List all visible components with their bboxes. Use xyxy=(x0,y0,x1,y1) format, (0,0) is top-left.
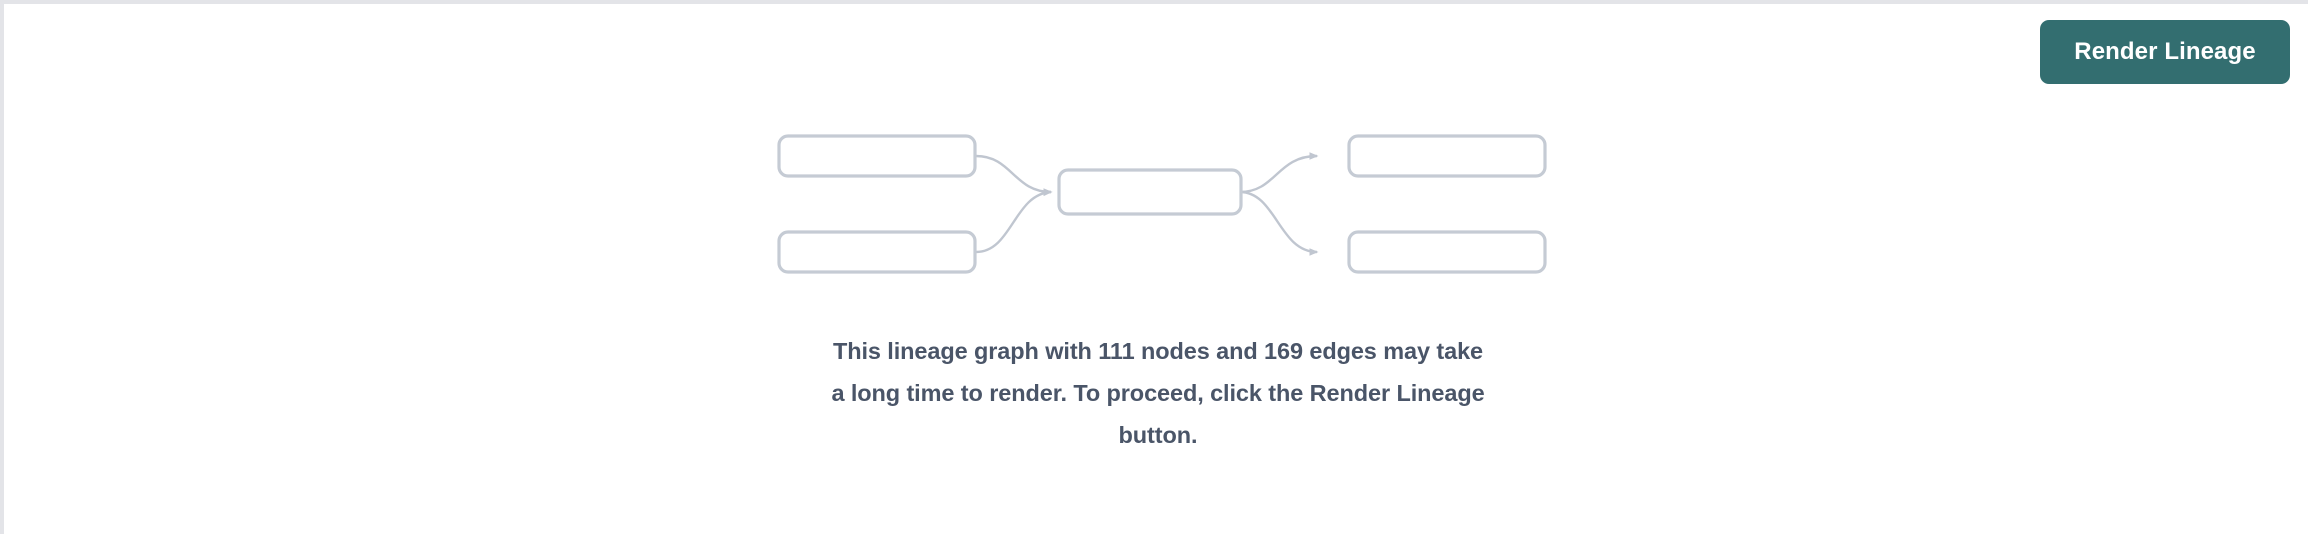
edge-upstream-1-to-center xyxy=(975,154,1053,196)
warning-line-3: button. xyxy=(1118,422,1198,448)
warning-line-2: a long time to render. To proceed, click… xyxy=(831,380,1485,406)
placeholder-node-center xyxy=(1057,168,1243,216)
placeholder-node-downstream-1 xyxy=(1347,134,1547,178)
placeholder-node-upstream-2 xyxy=(777,230,977,274)
placeholder-node-upstream-1 xyxy=(777,134,977,178)
edge-center-to-downstream-1 xyxy=(1239,152,1319,194)
lineage-warning-message: This lineage graph with 111 nodes and 16… xyxy=(758,330,1558,456)
lineage-placeholder-graph xyxy=(764,134,1564,284)
warning-line-1: This lineage graph with 111 nodes and 16… xyxy=(832,338,1484,364)
edge-center-to-downstream-2 xyxy=(1239,190,1319,256)
placeholder-node-downstream-2 xyxy=(1347,230,1547,274)
render-lineage-button[interactable]: Render Lineage xyxy=(2040,20,2290,84)
edge-upstream-2-to-center xyxy=(975,188,1053,254)
